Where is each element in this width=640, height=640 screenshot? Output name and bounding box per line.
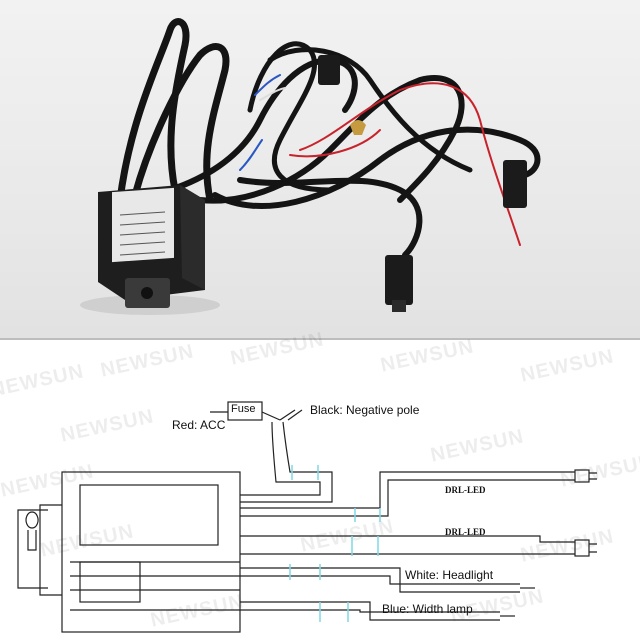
thin-wires bbox=[239, 74, 521, 246]
black-cables bbox=[116, 18, 541, 258]
module-label-window bbox=[79, 484, 219, 546]
drl-led-bottom-label: DRL-LED bbox=[445, 527, 486, 537]
diagram-lines bbox=[17, 401, 597, 633]
fuse-box bbox=[227, 401, 263, 421]
drl-bottom-connector bbox=[574, 539, 590, 557]
mount-hole bbox=[25, 511, 39, 529]
mount-bracket bbox=[39, 504, 62, 596]
fuse-label: Fuse bbox=[231, 403, 256, 415]
module-outline bbox=[61, 471, 241, 633]
black-negative-label: Black: Negative pole bbox=[310, 403, 420, 417]
wire-connectors bbox=[318, 55, 527, 312]
wiring-diagram: NEWSUN NEWSUN NEWSUN NEWSUN NEWSUN NEWSU… bbox=[0, 328, 640, 640]
mount-bracket-outer bbox=[17, 509, 48, 589]
red-acc-label: Red: ACC bbox=[172, 418, 226, 432]
product-photo bbox=[0, 0, 640, 338]
blue-width-lamp-label: Blue: Width lamp bbox=[382, 602, 473, 616]
wiring-harness-photo bbox=[80, 18, 541, 315]
drl-led-top-label: DRL-LED bbox=[445, 485, 486, 495]
control-module bbox=[98, 185, 205, 308]
mount-slot bbox=[27, 530, 37, 551]
module-port bbox=[79, 561, 141, 603]
white-headlight-label: White: Headlight bbox=[405, 568, 494, 582]
drl-top-connector bbox=[574, 469, 590, 483]
splice-markers bbox=[289, 465, 381, 622]
panel-divider bbox=[0, 338, 640, 340]
